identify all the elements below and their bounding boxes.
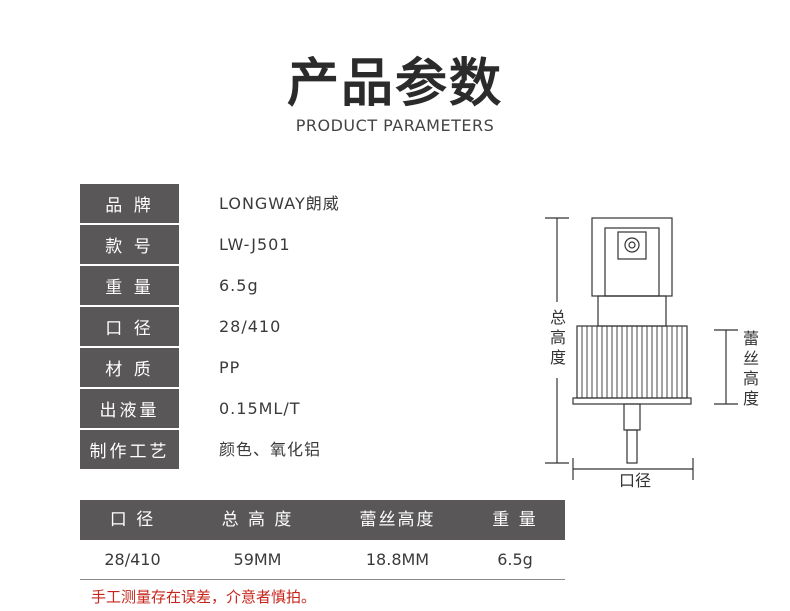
spec-value: 6.5g: [219, 276, 259, 295]
total-height-label: 总高度: [549, 308, 566, 367]
table-row: 28/410 59MM 18.8MM 6.5g: [80, 540, 565, 580]
spec-label: 制作工艺: [80, 430, 179, 469]
table-header-row: 口 径 总 高 度 蕾丝高度 重 量: [80, 500, 565, 540]
spec-label: 品 牌: [80, 184, 179, 223]
spec-label: 重 量: [80, 266, 179, 305]
spec-label: 材 质: [80, 348, 179, 387]
spec-row-brand: 品 牌 LONGWAY朗威: [80, 184, 500, 223]
spec-value: 28/410: [219, 317, 282, 336]
spec-row-neck-size: 口 径 28/410: [80, 307, 500, 346]
spec-row-process: 制作工艺 颜色、氧化铝: [80, 430, 500, 469]
table-header-cell: 蕾丝高度: [359, 510, 436, 530]
spec-value: 0.15ML/T: [219, 399, 301, 418]
spec-row-output: 出液量 0.15ML/T: [80, 389, 500, 428]
table-header-cell: 口 径: [109, 510, 156, 530]
spec-row-model: 款 号 LW-J501: [80, 225, 500, 264]
diameter-label: 口径: [618, 471, 651, 490]
table-cell: 18.8MM: [365, 550, 430, 569]
spec-row-material: 材 质 PP: [80, 348, 500, 387]
spec-label: 出液量: [80, 389, 179, 428]
spec-label: 口 径: [80, 307, 179, 346]
thread-height-label: 蕾丝高度: [742, 329, 759, 408]
spec-value: LONGWAY朗威: [219, 194, 340, 213]
table-cell: 6.5g: [497, 550, 533, 569]
table-header-cell: 总 高 度: [221, 510, 294, 530]
spec-value: PP: [219, 358, 241, 377]
page-subtitle: PRODUCT PARAMETERS: [295, 116, 495, 135]
measurement-disclaimer: 手工测量存在误差，介意者慎拍。: [91, 588, 317, 606]
page-title: 产品参数: [286, 54, 503, 114]
table-cell: 28/410: [104, 550, 161, 569]
table-cell: 59MM: [233, 550, 282, 569]
spec-value: LW-J501: [219, 235, 291, 254]
table-header-cell: 重 量: [492, 510, 538, 530]
spec-row-weight: 重 量 6.5g: [80, 266, 500, 305]
spec-value: 颜色、氧化铝: [219, 440, 322, 459]
spec-label: 款 号: [80, 225, 179, 264]
